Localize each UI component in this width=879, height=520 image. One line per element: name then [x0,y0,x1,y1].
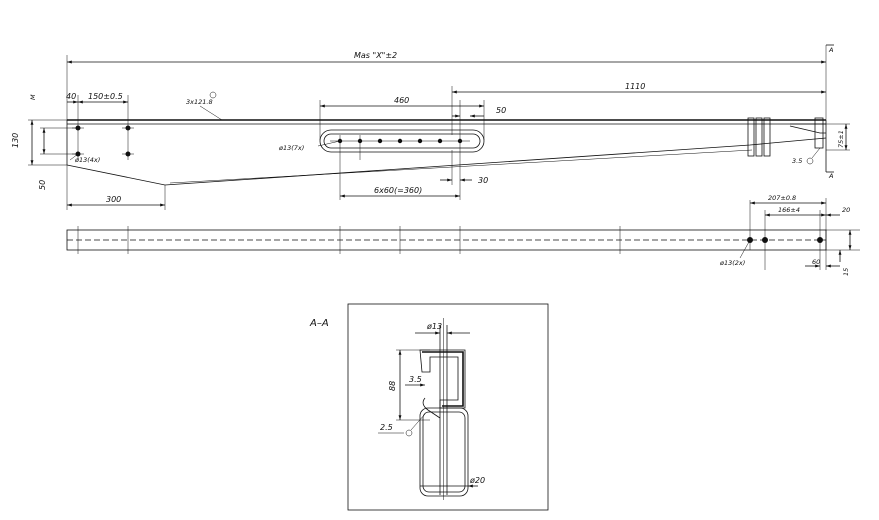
holes-2x: ø13(2x) [719,259,745,267]
section-mark-bottom: A [828,172,833,180]
dim-40: 40 [66,92,76,101]
holes-7x: ø13(7x) [278,144,304,152]
dim-6x60: 6x60(=360) [374,186,422,195]
section-title: A–A [309,318,329,329]
dim-3-5-top: 3.5 [792,157,802,165]
dim-20: 20 [842,206,850,214]
holes-4x: ø13(4x) [74,156,100,164]
dim-150: 150±0.5 [88,92,123,101]
section-dim-88: 88 [388,381,397,391]
section-dia-13: ø13 [426,322,442,331]
dim-15: 15 [842,268,850,276]
overall-length-label: Mas "X"±2 [354,51,397,60]
section-a-a: A–A ø13 88 3.5 2.5 ø20 [309,303,549,511]
dim-50b: 50 [496,106,506,115]
dim-30: 30 [478,176,488,185]
dim-166: 166±4 [778,206,800,214]
dim-75: 75±1 [837,130,845,148]
bottom-view: 207±0.8 166±4 20 60 15 ø13(2x) [66,194,860,276]
section-dim-3-5: 3.5 [409,375,422,384]
dim-207: 207±0.8 [768,194,796,202]
leader-note: 3x121.8 [186,98,213,106]
section-dim-2-5: 2.5 [380,423,393,432]
dim-1110: 1110 [625,82,645,91]
dim-130: 130 [11,133,20,148]
section-dia-20: ø20 [469,476,485,485]
dim-m: M [29,94,37,100]
section-mark-top: A [828,46,833,54]
dim-300: 300 [106,195,121,204]
top-view: Mas "X"±2 A 40 150±0.5 [11,44,850,210]
dim-50: 50 [38,180,47,190]
dim-460: 460 [394,96,409,105]
dim-60: 60 [812,258,820,266]
